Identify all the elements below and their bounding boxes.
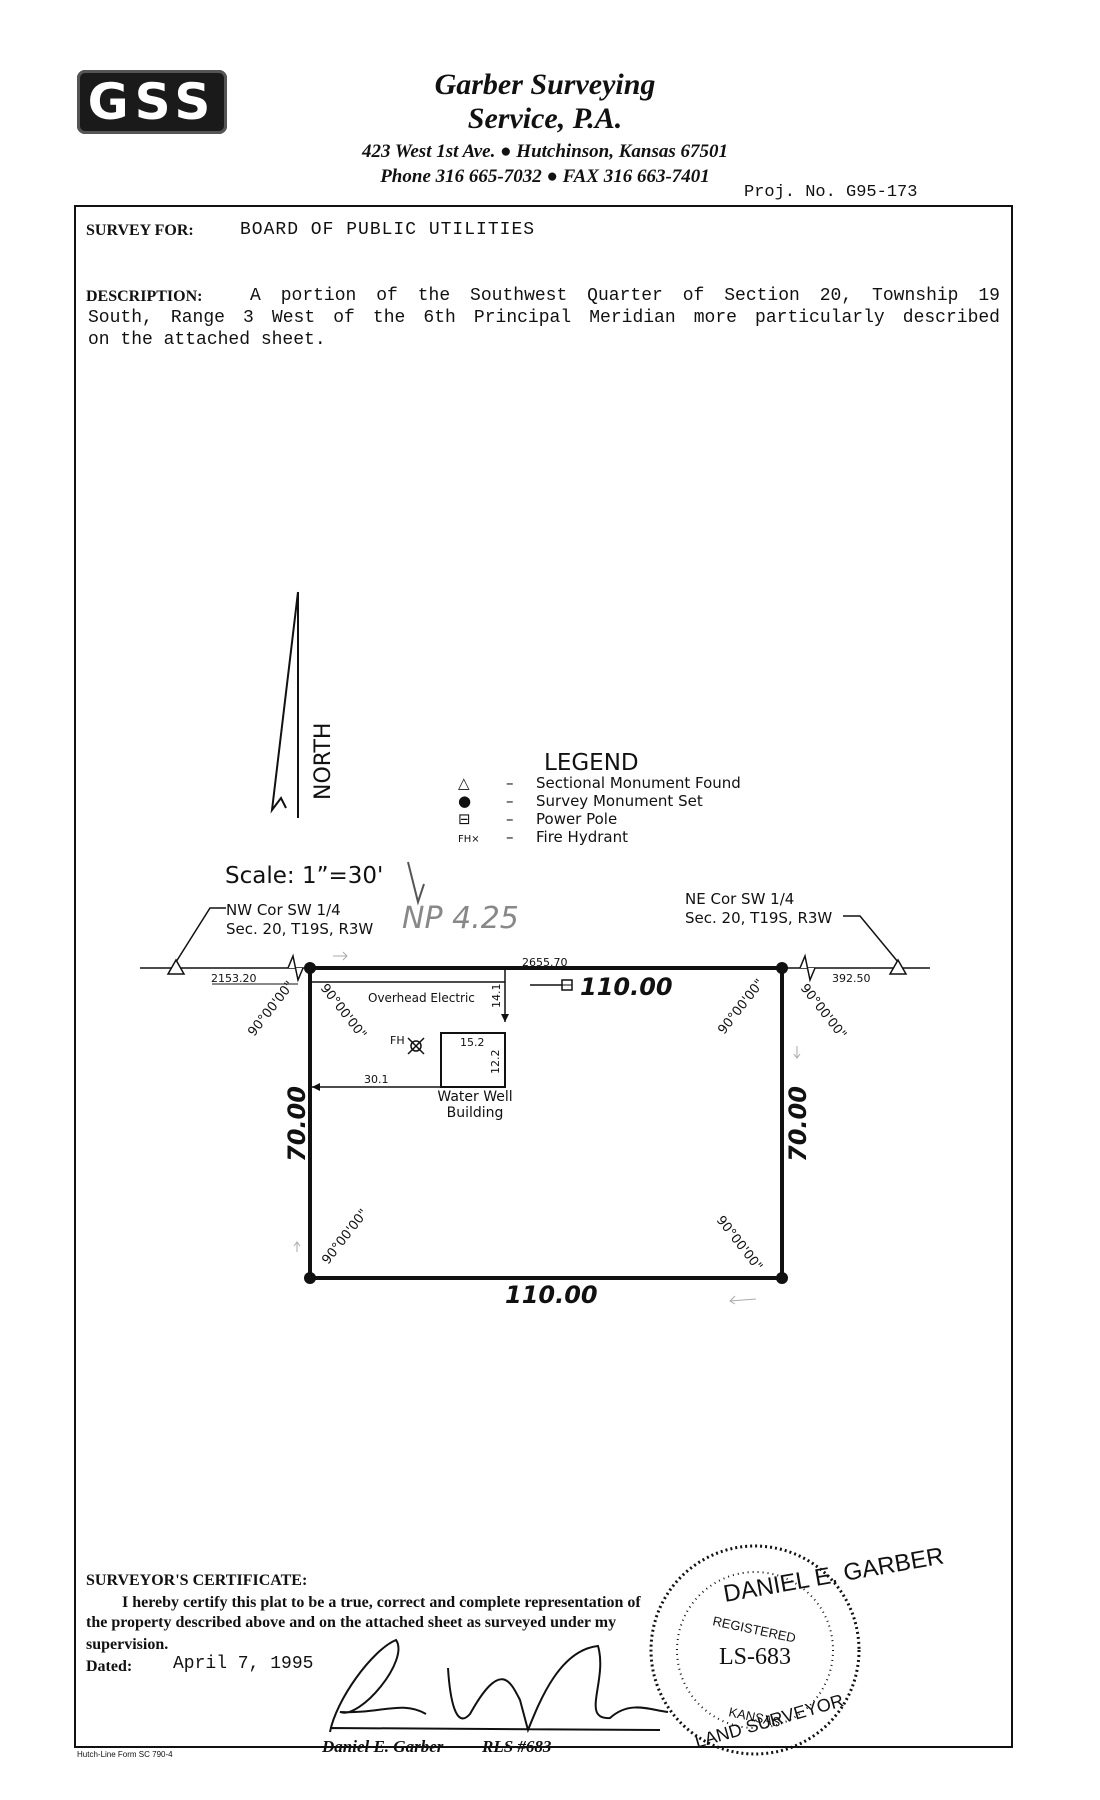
water-well-label-1: Water Well	[437, 1089, 512, 1105]
monument-set-nw-icon	[304, 962, 316, 974]
property-boundary	[308, 966, 784, 1280]
company-phone-fax: Phone 316 665-7032 ● FAX 316 663-7401	[380, 166, 710, 187]
top-total-distance: 2655.70	[522, 956, 568, 969]
dated-label: Dated:	[86, 1658, 133, 1675]
overhead-electric-label: Overhead Electric	[368, 991, 475, 1005]
ne-corner-label-2: Sec. 20, T19S, R3W	[685, 909, 832, 927]
ne-monument-found-icon	[888, 958, 908, 975]
monument-set-sw-icon	[304, 1272, 316, 1284]
legend-symbol-monument-found-icon: △	[458, 774, 470, 792]
west-side-distance: 70.00	[283, 1086, 311, 1162]
legend-label-monument-found: Sectional Monument Found	[536, 774, 741, 792]
north-arrow-icon	[270, 591, 299, 818]
legend-title: LEGEND	[544, 750, 639, 776]
legend-label-fire-hydrant: Fire Hydrant	[536, 828, 628, 846]
description-line-3: on the attached sheet.	[88, 330, 326, 350]
signer-name: Daniel E. Garber	[322, 1737, 444, 1756]
company-name-line1: Garber Surveying	[434, 68, 656, 101]
description-line-1: A portion of the Southwest Quarter of Se…	[250, 286, 1000, 306]
survey-for-value: BOARD OF PUBLIC UTILITIES	[240, 220, 536, 240]
nw-leader-line	[175, 907, 226, 963]
legend-dash: –	[506, 810, 514, 828]
arrowhead-icon	[312, 1083, 320, 1091]
pencil-arrow-icon	[793, 1046, 801, 1059]
building-offset-label: 30.1	[364, 1073, 389, 1086]
north-label: NORTH	[311, 723, 336, 800]
west-tie-distance: 2153.20	[211, 972, 257, 985]
ne-leader-line	[843, 915, 899, 963]
seal-license: LS-683	[719, 1644, 791, 1670]
project-number: Proj. No. G95-173	[744, 183, 918, 202]
legend-symbol-power-pole-icon: ⊟	[458, 810, 471, 828]
certificate-line-3: supervision.	[86, 1636, 169, 1653]
monument-set-se-icon	[776, 1272, 788, 1284]
fire-hydrant-label: FH	[390, 1034, 405, 1047]
line-break-east-icon	[799, 953, 816, 983]
power-pole-icon	[561, 979, 573, 991]
nw-corner-label-1: NW Cor SW 1/4	[226, 901, 341, 919]
pencil-arrow-icon	[293, 1241, 301, 1252]
overhead-offset-label: 14.1	[490, 984, 503, 1009]
gss-logo: GSS	[77, 70, 227, 134]
form-reference: Hutch-Line Form SC 790-4	[77, 1750, 173, 1759]
surveyor-seal: LS-683 DANIEL E. GARBER REGISTERED KANSA…	[649, 1543, 946, 1756]
legend-symbol-fire-hydrant-icon: FH⨯	[458, 834, 480, 845]
survey-for-label: SURVEY FOR:	[86, 222, 194, 239]
monument-set-ne-icon	[776, 962, 788, 974]
legend-dash: –	[506, 828, 514, 846]
description-line-2: South, Range 3 West of the 6th Principal…	[88, 308, 1000, 328]
pencil-arrow-icon	[729, 1295, 757, 1305]
building-width-label: 15.2	[460, 1036, 485, 1049]
company-address: 423 West 1st Ave. ● Hutchinson, Kansas 6…	[361, 141, 729, 162]
nw-monument-found-icon	[166, 958, 186, 975]
dated-value: April 7, 1995	[173, 1654, 314, 1674]
angle-sw: 90°00'00"	[319, 1206, 371, 1267]
seal-name: DANIEL E. GARBER	[721, 1543, 945, 1608]
company-name-line2: Service, P.A.	[467, 102, 623, 135]
seal-title: LAND SURVEYOR	[693, 1690, 846, 1752]
south-side-distance: 110.00	[505, 1281, 598, 1309]
east-tie-distance: 392.50	[832, 972, 871, 985]
line-break-west-icon	[287, 953, 304, 983]
legend-dash: –	[506, 774, 514, 792]
ne-corner-label-1: NE Cor SW 1/4	[685, 890, 794, 908]
handwritten-check-icon	[407, 861, 425, 906]
arrowhead-icon	[501, 1014, 509, 1022]
angle-ne-outer: 90°00'00"	[797, 981, 849, 1042]
signature-icon	[329, 1638, 669, 1734]
legend-list: △ – Sectional Monument Found ● – Survey …	[458, 774, 741, 846]
certificate-line-1: I hereby certify this plat to be a true,…	[122, 1594, 641, 1611]
legend-symbol-monument-set-icon: ●	[458, 792, 471, 810]
angle-ne-inner: 90°00'00"	[715, 976, 767, 1037]
east-side-distance: 70.00	[784, 1086, 812, 1162]
nw-corner-label-2: Sec. 20, T19S, R3W	[226, 920, 373, 938]
angle-nw-inner: 90°00'00"	[317, 981, 369, 1042]
signer-rls: RLS #683	[482, 1737, 552, 1756]
angle-nw-outer: 90°00'00"	[245, 978, 297, 1039]
handwritten-note: NP 4.25	[402, 901, 519, 936]
seal-registered: REGISTERED	[711, 1613, 797, 1645]
legend-dash: –	[506, 792, 514, 810]
pencil-arrow-icon	[333, 951, 348, 961]
plat-border	[74, 205, 1013, 1748]
angle-se: 90°00'00"	[713, 1213, 765, 1274]
water-well-label-2: Building	[447, 1105, 504, 1121]
certificate-title: SURVEYOR'S CERTIFICATE:	[86, 1572, 308, 1589]
legend-label-power-pole: Power Pole	[536, 810, 617, 828]
building-height-label: 12.2	[489, 1050, 502, 1075]
north-side-distance: 110.00	[580, 973, 673, 1001]
fire-hydrant-icon	[407, 1037, 425, 1055]
water-well-building	[440, 1032, 506, 1088]
certificate-line-2: the property described above and on the …	[86, 1614, 617, 1631]
legend-label-monument-set: Survey Monument Set	[536, 792, 703, 810]
scale-label: Scale: 1”=30'	[225, 863, 383, 889]
description-label: DESCRIPTION:	[86, 288, 203, 305]
